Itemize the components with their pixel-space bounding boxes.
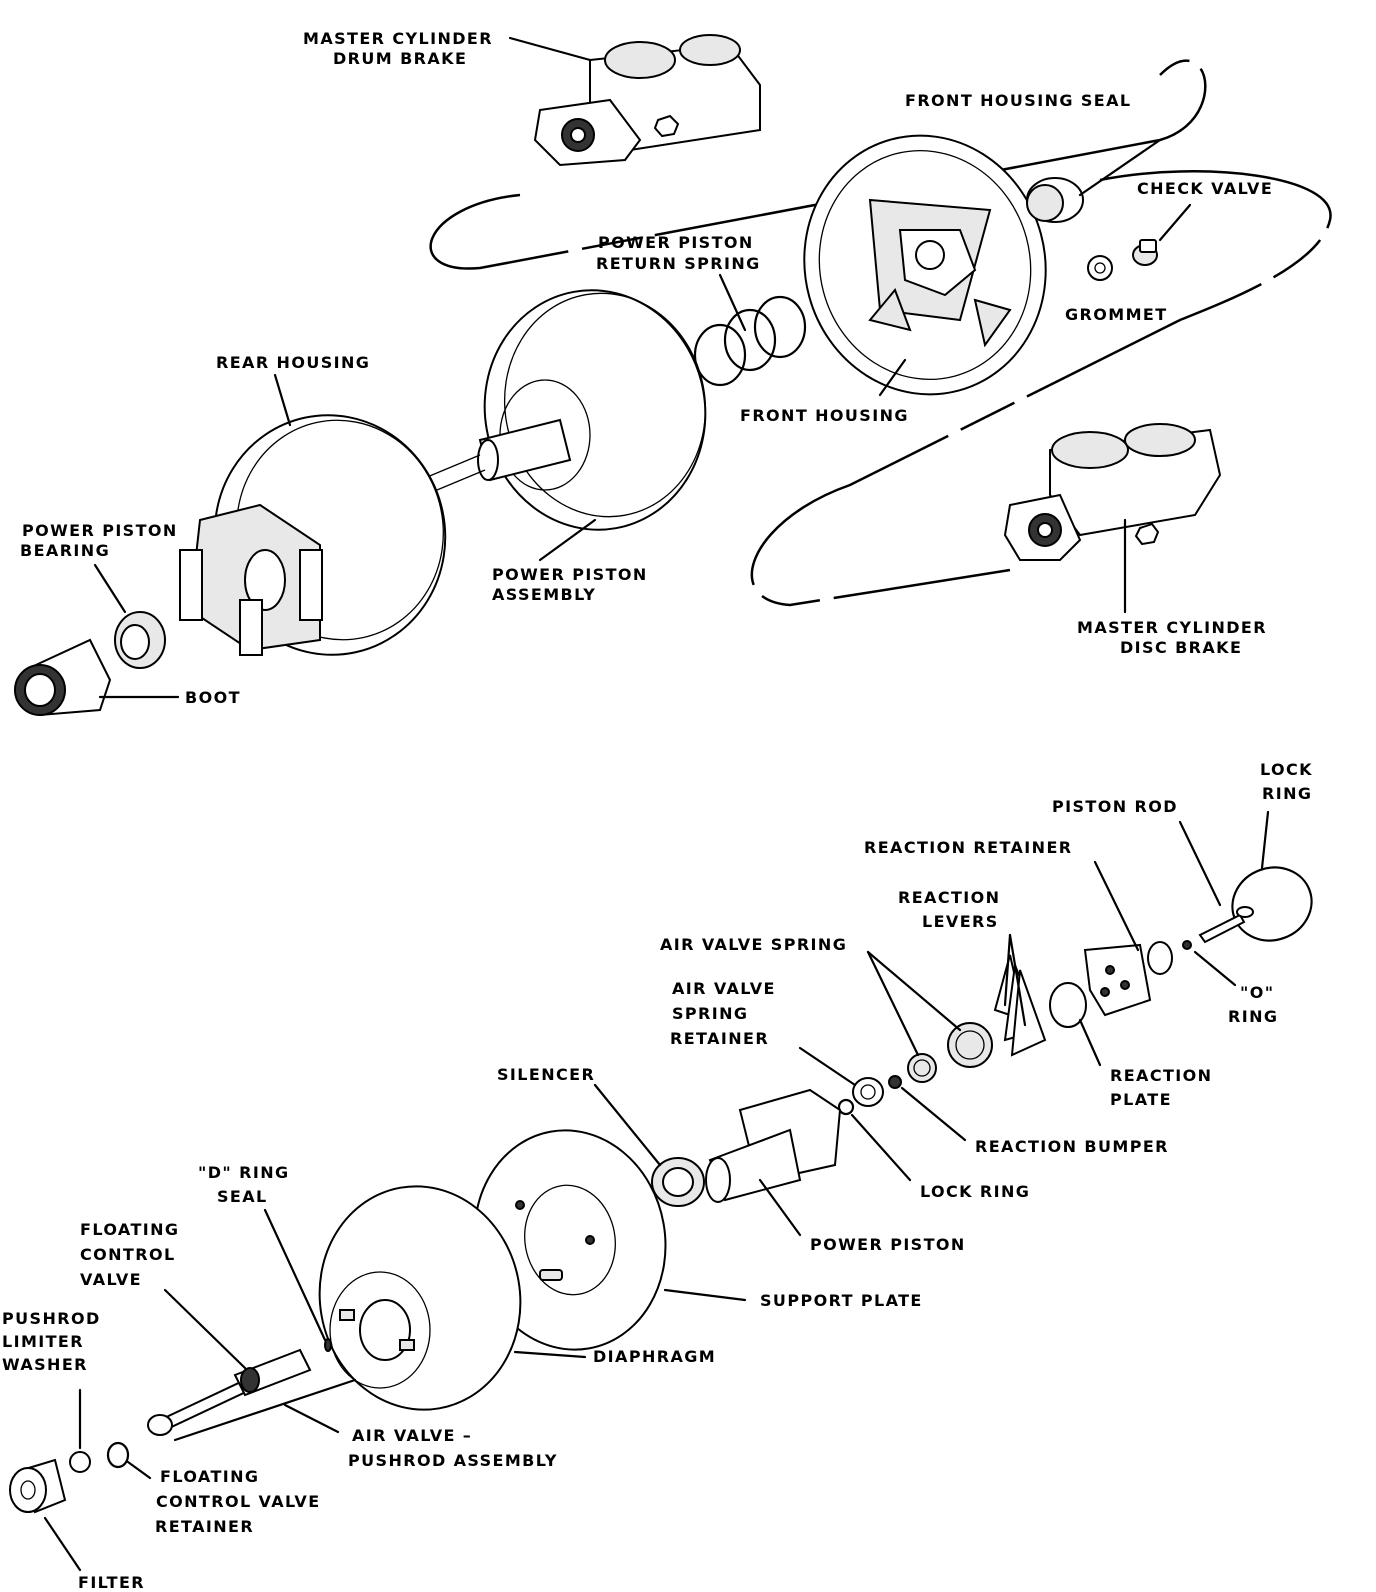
label-power-piston-return-spring: POWER PISTON RETURN SPRING xyxy=(596,233,761,273)
leader-support-plate xyxy=(663,1288,747,1302)
label-grommet: GROMMET xyxy=(1065,305,1168,324)
filter-part xyxy=(9,1458,67,1514)
leader-rear-housing xyxy=(273,373,292,427)
label-lock-ring-top: LOCK RING xyxy=(1260,760,1320,803)
leader-reaction-retainer xyxy=(1093,860,1140,952)
label-check-valve: CHECK VALVE xyxy=(1137,179,1273,198)
boot-part xyxy=(14,638,112,717)
leader-power-piston xyxy=(758,1178,802,1237)
master-cylinder-drum-brake-part xyxy=(533,34,761,167)
label-floating-control-valve: FLOATING CONTROL VALVE xyxy=(80,1220,186,1289)
leader-air-valve-spring-a xyxy=(866,950,920,1057)
label-pushrod-limiter-washer: PUSHROD LIMITER WASHER xyxy=(2,1309,108,1374)
air-valve-spring-part xyxy=(907,1022,993,1083)
disc-brake-loop xyxy=(750,170,1332,607)
leader-air-valve-spring-retainer xyxy=(798,1046,857,1087)
lock-ring-bottom-part xyxy=(837,1098,855,1116)
label-reaction-plate: REACTION PLATE xyxy=(1110,1066,1219,1109)
front-housing-seal-part xyxy=(1026,177,1084,223)
label-reaction-retainer: REACTION RETAINER xyxy=(864,838,1073,857)
rear-housing-part xyxy=(179,414,447,656)
leader-floating-control-valve-retainer xyxy=(126,1460,152,1480)
o-ring-part xyxy=(1182,940,1192,950)
label-air-valve-spring: AIR VALVE SPRING xyxy=(660,935,847,954)
master-cylinder-disc-brake-part xyxy=(1003,423,1222,561)
labels: MASTER CYLINDER DRUM BRAKE FRONT HOUSING… xyxy=(2,29,1320,1592)
reaction-retainer-part xyxy=(1083,941,1173,1017)
leader-lock-ring-top xyxy=(1260,810,1270,870)
leader-return-spring xyxy=(718,273,747,332)
leader-silencer xyxy=(593,1083,662,1167)
diaphragm-part xyxy=(318,1185,522,1411)
floating-control-valve-retainer-part xyxy=(106,1441,130,1469)
label-power-piston: POWER PISTON xyxy=(810,1235,966,1254)
power-piston-return-spring-part xyxy=(693,295,807,387)
label-boot: BOOT xyxy=(185,688,241,707)
leader-piston-rod xyxy=(1178,820,1222,907)
reaction-bumper-part xyxy=(888,1075,902,1089)
leader-air-valve-spring-b xyxy=(866,950,962,1032)
air-valve-spring-retainer-part xyxy=(852,1077,884,1107)
label-air-valve-pushrod-assembly: AIR VALVE – PUSHROD ASSEMBLY xyxy=(348,1426,558,1470)
label-master-cylinder-drum: MASTER CYLINDER DRUM BRAKE xyxy=(303,29,500,68)
label-o-ring: "O" RING xyxy=(1228,983,1281,1026)
leader-reaction-bumper xyxy=(900,1086,967,1142)
label-diaphragm: DIAPHRAGM xyxy=(593,1347,716,1366)
leader-lock-ring-bottom xyxy=(850,1113,912,1182)
leader-front-housing-seal xyxy=(1078,138,1162,197)
power-piston-part xyxy=(705,1088,842,1203)
air-valve-pushrod-assembly-part xyxy=(147,1348,312,1436)
label-rear-housing: REAR HOUSING xyxy=(216,353,370,372)
label-filter: FILTER xyxy=(78,1573,145,1592)
label-master-cylinder-disc: MASTER CYLINDER DISC BRAKE xyxy=(1077,618,1274,657)
d-ring-seal-part xyxy=(324,1338,332,1352)
leader-check-valve xyxy=(1158,203,1192,242)
label-reaction-levers: REACTION LEVERS xyxy=(898,888,1007,931)
label-floating-control-valve-retainer: FLOATING CONTROL VALVE RETAINER xyxy=(155,1467,328,1536)
label-silencer: SILENCER xyxy=(497,1065,595,1084)
label-power-piston-bearing: POWER PISTON BEARING xyxy=(20,521,185,560)
check-valve-part xyxy=(1132,239,1158,266)
leader-reaction-levers-b xyxy=(1008,933,1027,1027)
lock-ring-part xyxy=(1231,866,1313,942)
leader-air-valve-pushrod xyxy=(173,1378,357,1442)
power-piston-bearing-part xyxy=(114,611,166,669)
leader-diaphragm xyxy=(513,1350,587,1359)
power-piston-assembly-part xyxy=(419,289,707,531)
label-d-ring-seal: "D" RING SEAL xyxy=(198,1163,297,1206)
reaction-plate-part xyxy=(1049,982,1087,1028)
label-piston-rod: PISTON ROD xyxy=(1052,797,1178,816)
label-front-housing-seal: FRONT HOUSING SEAL xyxy=(905,91,1132,110)
leader-reaction-levers-a xyxy=(1003,933,1012,1007)
leader-reaction-plate xyxy=(1078,1018,1102,1067)
label-air-valve-spring-retainer: AIR VALVE SPRING RETAINER xyxy=(670,979,783,1048)
leader-power-piston-assembly xyxy=(538,518,597,562)
leader-d-ring-seal xyxy=(263,1208,327,1342)
silencer-part xyxy=(651,1157,705,1207)
label-power-piston-assembly: POWER PISTON ASSEMBLY xyxy=(492,565,655,604)
leader-floating-control-valve xyxy=(163,1288,247,1370)
pushrod-limiter-washer-part xyxy=(69,1451,91,1473)
leader-o-ring xyxy=(1193,950,1237,987)
piston-rod-part xyxy=(1198,906,1254,944)
label-support-plate: SUPPORT PLATE xyxy=(760,1291,923,1310)
grommet-part xyxy=(1087,255,1113,281)
leader-master-cylinder-drum xyxy=(508,36,592,62)
front-housing-part xyxy=(803,134,1047,396)
leader-filter xyxy=(43,1516,82,1572)
leader-power-piston-bearing xyxy=(93,563,127,614)
label-front-housing: FRONT HOUSING xyxy=(740,406,909,425)
label-reaction-bumper: REACTION BUMPER xyxy=(975,1137,1169,1156)
reaction-levers-part xyxy=(993,954,1047,1057)
leader-front-housing xyxy=(878,358,907,397)
label-lock-ring-bottom: LOCK RING xyxy=(920,1182,1030,1201)
